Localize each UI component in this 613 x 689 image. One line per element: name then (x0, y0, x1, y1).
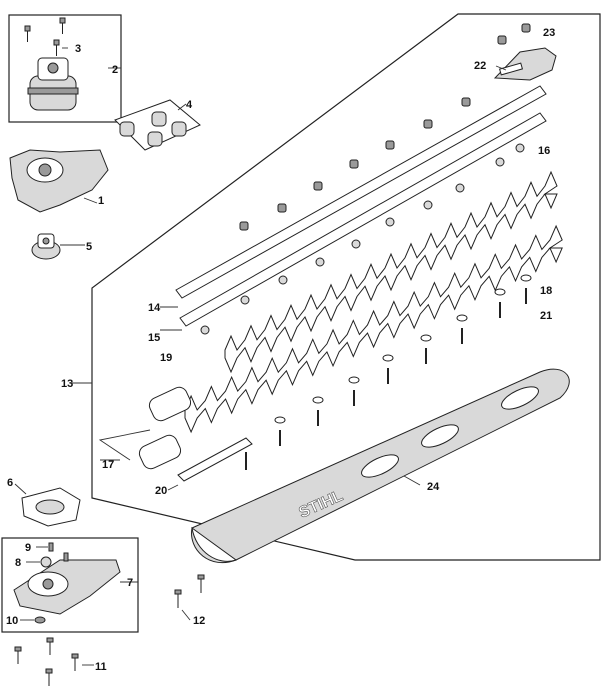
nut-23-4 (385, 140, 395, 150)
callout-1: 1 (98, 195, 104, 207)
nut-16-9 (515, 143, 525, 153)
upper-blade (224, 170, 558, 374)
pin-part-9 (48, 542, 54, 552)
callout-16: 16 (538, 145, 550, 157)
callout-6: 6 (7, 477, 13, 489)
callout-5: 5 (86, 241, 92, 253)
nut-16-2 (278, 275, 288, 285)
blade-assembly-frame (91, 13, 601, 561)
nut-row-part-16 (200, 143, 525, 335)
nut-23-3 (349, 159, 359, 169)
callout-13: 13 (61, 378, 73, 390)
nut-16-0 (200, 325, 210, 335)
callout-23: 23 (543, 27, 555, 39)
callout-21: 21 (540, 310, 552, 322)
callout-24: 24 (427, 481, 440, 493)
strip-part-14 (175, 85, 547, 299)
washer-18-6 (494, 288, 506, 296)
nut-16-1 (240, 295, 250, 305)
washer-18-5 (456, 314, 468, 322)
nut-16-4 (351, 239, 361, 249)
nut-16-3 (315, 257, 325, 267)
callout-9: 9 (25, 542, 31, 554)
nut-23-1 (277, 203, 287, 213)
callout-22: 22 (474, 60, 486, 72)
callout-17: 17 (102, 459, 114, 471)
callout-7: 7 (127, 577, 133, 589)
plate-part-20 (177, 437, 253, 482)
callout-11: 11 (95, 661, 107, 673)
screw-set-part-12 (174, 574, 205, 608)
gear-housing-part (9, 149, 109, 213)
end-cap-slot (498, 62, 524, 76)
callout-14: 14 (148, 302, 161, 314)
callout-labels: 1 2 3 4 5 6 7 8 9 10 11 12 13 14 15 16 1… (6, 27, 555, 673)
cutter-blades (138, 170, 563, 470)
callout-18: 18 (540, 285, 552, 297)
callout-2: 2 (112, 64, 118, 76)
gear-cover-inset-frame (1, 537, 139, 633)
nut-16-7 (455, 183, 465, 193)
leader-lines (14, 47, 507, 666)
lower-blade (184, 224, 563, 434)
callout-15: 15 (148, 332, 160, 344)
callout-19: 19 (160, 352, 172, 364)
callout-12: 12 (193, 615, 205, 627)
blade-mount-upper (148, 386, 192, 422)
nut-23-2 (313, 181, 323, 191)
gasket-hole (35, 499, 65, 515)
nut-23-5 (423, 119, 433, 129)
blade-mount-lower (138, 434, 182, 470)
nut-23-7 (497, 35, 507, 45)
bushing-part (31, 233, 61, 260)
nut-16-5 (385, 217, 395, 227)
pin-part-9b (63, 552, 69, 562)
end-cap-part (493, 47, 557, 81)
callout-3: 3 (75, 43, 81, 55)
callout-20: 20 (155, 485, 167, 497)
nut-23-6 (461, 97, 471, 107)
screw-set-part-11 (14, 637, 79, 686)
washer-18-4 (420, 334, 432, 342)
nut-part-10 (34, 616, 46, 624)
blade-guard-part: STIHL (191, 368, 570, 564)
washer-18-2 (348, 376, 360, 384)
nut-16-6 (423, 200, 433, 210)
callout-10: 10 (6, 615, 18, 627)
washer-part-8 (40, 556, 52, 568)
screw-part-3 (24, 17, 66, 56)
washer-18-1 (312, 396, 324, 404)
nut-23-8 (521, 23, 531, 33)
motor-inset-frame (8, 14, 122, 123)
washer-18-7 (520, 274, 532, 282)
callout-4: 4 (186, 99, 193, 111)
callout-8: 8 (15, 557, 21, 569)
nut-16-8 (495, 157, 505, 167)
washer-18-0 (274, 416, 286, 424)
gear-cover-part (13, 559, 121, 615)
motor-part (27, 57, 79, 111)
strip-part-15 (179, 112, 547, 327)
damper-set-part (114, 99, 201, 151)
nut-23-0 (239, 221, 249, 231)
nut-row-part-23 (239, 23, 531, 231)
washer-row-part-18 (245, 274, 532, 470)
washer-18-3 (382, 354, 394, 362)
